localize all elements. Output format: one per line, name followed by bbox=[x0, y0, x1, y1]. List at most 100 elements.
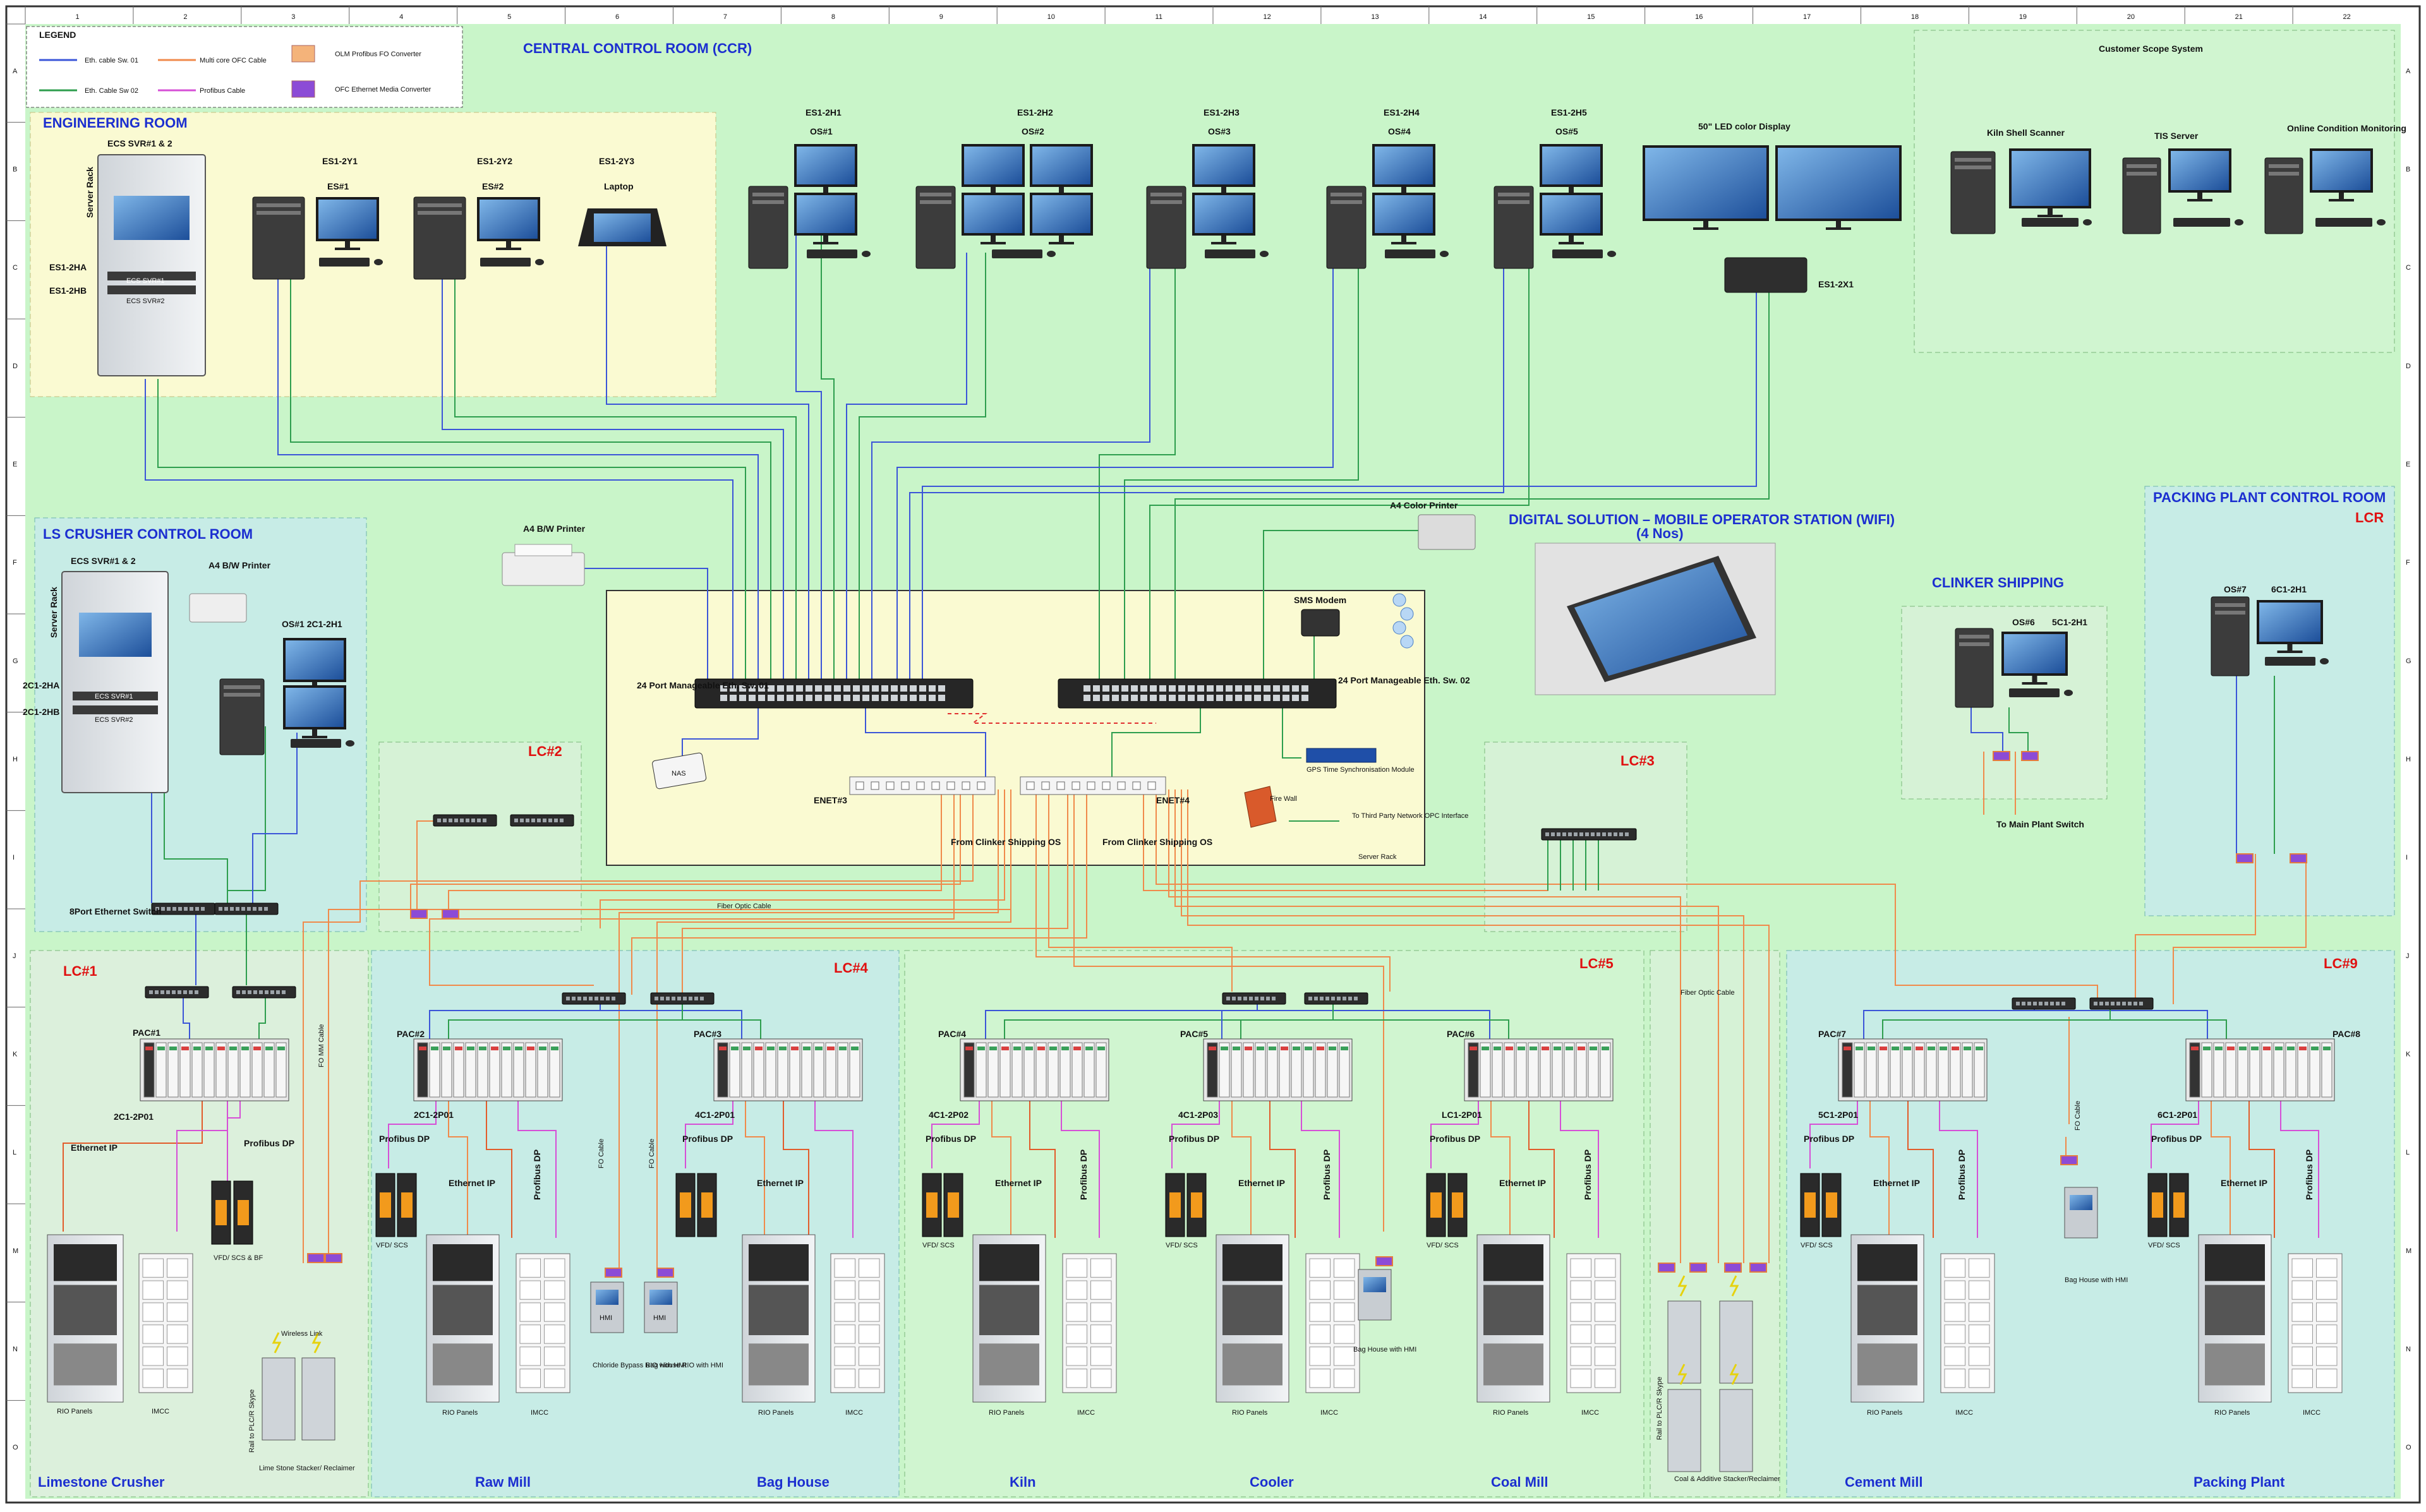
mouse bbox=[1047, 251, 1056, 257]
module-led bbox=[229, 1047, 237, 1050]
vfd-label: VFD/ SCS bbox=[1427, 1242, 1459, 1249]
pac-module bbox=[1516, 1042, 1527, 1098]
module-led bbox=[455, 1047, 462, 1050]
grid-row-label: L bbox=[2406, 1149, 2410, 1156]
module-led bbox=[1341, 1047, 1348, 1050]
area-label: Cooler bbox=[1250, 1474, 1294, 1490]
module-led bbox=[1578, 1047, 1585, 1050]
pac-name: PAC#2 bbox=[397, 1029, 425, 1039]
rio-label: RIO Panels bbox=[1493, 1409, 1529, 1417]
mcc-drawer bbox=[859, 1302, 880, 1322]
switch-port bbox=[1264, 685, 1270, 692]
switch-port bbox=[1112, 685, 1119, 692]
switch-port bbox=[749, 695, 756, 701]
mcc-drawer bbox=[1309, 1302, 1331, 1322]
cable bbox=[1073, 789, 1384, 1232]
module-led bbox=[803, 1047, 811, 1050]
legend-item: Profibus Cable bbox=[200, 87, 245, 95]
pac-controller-rack bbox=[2185, 1038, 2335, 1101]
switch-port bbox=[449, 819, 452, 822]
tower-body bbox=[1494, 186, 1534, 269]
fiber-optic-label: Fiber Optic Cable bbox=[717, 903, 771, 910]
monitor bbox=[283, 685, 346, 738]
monitor bbox=[477, 197, 540, 250]
monitor-base bbox=[1211, 242, 1236, 244]
module-led bbox=[157, 1047, 165, 1050]
area-label: Limestone Crusher bbox=[38, 1474, 165, 1490]
pc-tower bbox=[915, 186, 956, 269]
imcc-label: IMCC bbox=[152, 1408, 169, 1415]
grid-column-label: 3 bbox=[291, 13, 295, 21]
packing-room-title: PACKING PLANT CONTROL ROOM bbox=[2153, 489, 2386, 505]
pac-module bbox=[1938, 1042, 1949, 1098]
module-led bbox=[1049, 1047, 1057, 1050]
wireless-link-icon bbox=[1677, 1275, 1687, 1297]
module-led bbox=[1518, 1047, 1525, 1050]
cable-layer bbox=[63, 227, 2319, 1276]
module-led bbox=[2275, 1047, 2283, 1050]
module-led bbox=[1305, 1047, 1312, 1050]
mcc-drawer bbox=[834, 1302, 855, 1322]
mcc-drawer bbox=[834, 1369, 855, 1388]
switch-port bbox=[241, 907, 245, 911]
pac-module bbox=[963, 1042, 975, 1098]
switch-port bbox=[853, 695, 860, 701]
module-led bbox=[719, 1047, 727, 1050]
monitor bbox=[794, 193, 857, 244]
switch-port bbox=[1083, 685, 1090, 692]
switch-port bbox=[2039, 1002, 2043, 1005]
ethernet-label: Ethernet IP bbox=[71, 1143, 118, 1153]
module-led bbox=[1892, 1047, 1899, 1050]
media-converter bbox=[605, 1268, 622, 1278]
switch-port bbox=[919, 695, 926, 701]
rio-label: RIO Panels bbox=[1867, 1409, 1903, 1417]
switch-body bbox=[2012, 997, 2076, 1010]
switch-port bbox=[1266, 997, 1270, 1000]
module-led bbox=[1469, 1047, 1477, 1050]
switch-port bbox=[891, 685, 898, 692]
ethernet-switch bbox=[2012, 997, 2076, 1010]
mcc-drawer bbox=[859, 1369, 880, 1388]
drive-bay bbox=[1331, 200, 1362, 204]
grid-column-label: 6 bbox=[615, 13, 619, 21]
pac-tag: 2C1-2P01 bbox=[414, 1110, 454, 1120]
pac-module bbox=[1564, 1042, 1575, 1098]
ethernet-label: Ethernet IP bbox=[1499, 1178, 1546, 1188]
switch-port bbox=[589, 997, 593, 1000]
mcc-drawer bbox=[167, 1369, 188, 1388]
grid-row-label: M bbox=[13, 1247, 18, 1255]
switch-body bbox=[232, 986, 296, 999]
monitor-base bbox=[335, 248, 360, 250]
mcc-drawer bbox=[834, 1347, 855, 1366]
vfd-drive bbox=[233, 1180, 253, 1245]
grid-row-label: J bbox=[2406, 952, 2410, 960]
hmi-screen bbox=[2070, 1195, 2092, 1210]
mcc-drawer bbox=[2316, 1347, 2338, 1366]
legend-item: Eth. Cable Sw 02 bbox=[85, 87, 138, 95]
keyboard bbox=[992, 249, 1042, 258]
enet-port bbox=[1087, 781, 1095, 790]
pac-module bbox=[1083, 1042, 1095, 1098]
mcc-drawer bbox=[142, 1369, 164, 1388]
pac-module bbox=[2297, 1042, 2308, 1098]
mcc-drawer bbox=[1066, 1324, 1087, 1344]
enet-port bbox=[1056, 781, 1065, 790]
enet-port bbox=[1041, 781, 1050, 790]
enet4-label: ENET#4 bbox=[1156, 795, 1190, 805]
module-led bbox=[1964, 1047, 1971, 1050]
panel-module bbox=[979, 1343, 1039, 1386]
device-layer: ES1-2Y1ES#1ES1-2Y2ES#2ES1-2Y3LaptopES1-2… bbox=[47, 107, 2406, 1472]
vfd-drive bbox=[2169, 1173, 2189, 1237]
rack-unit-label: ECS SVR#1 bbox=[95, 693, 133, 700]
switch-port bbox=[178, 907, 182, 911]
wireless-link-icon bbox=[1729, 1275, 1739, 1297]
page-title: CENTRAL CONTROL ROOM (CCR) bbox=[523, 40, 752, 56]
switch-port bbox=[258, 907, 262, 911]
cable bbox=[1257, 1004, 1490, 1042]
module-led bbox=[2287, 1047, 2295, 1050]
area-label: Kiln bbox=[1010, 1474, 1036, 1490]
mcc-drawer bbox=[2316, 1369, 2338, 1388]
pac-module bbox=[2237, 1042, 2248, 1098]
module-led bbox=[253, 1047, 261, 1050]
